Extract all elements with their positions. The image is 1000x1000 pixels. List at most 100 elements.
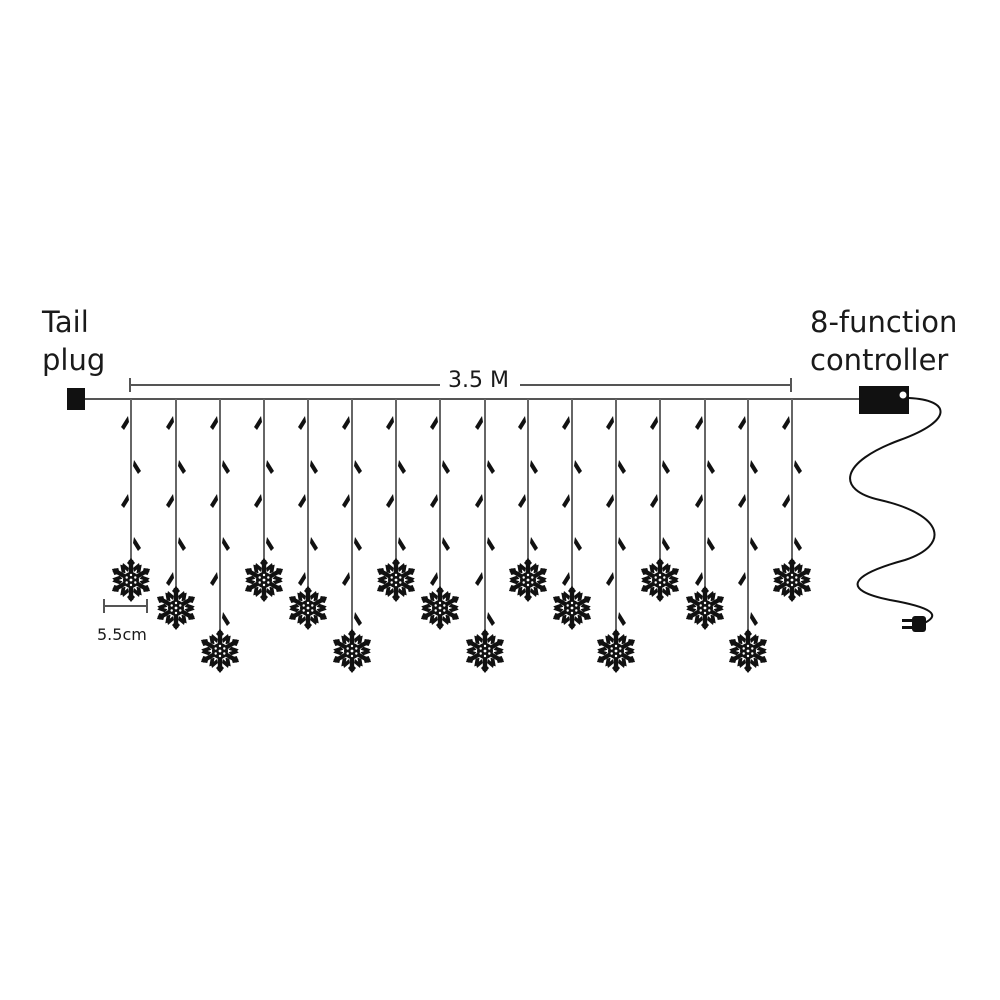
led-bulb-icon: [430, 416, 438, 430]
snowflake-icon: [768, 558, 815, 602]
led-bulb-icon: [210, 416, 218, 430]
light-strands: [107, 399, 815, 673]
snowflake-icon: [416, 586, 463, 630]
led-bulb-icon: [166, 494, 174, 508]
flake-spacing-label: 5.5cm: [97, 625, 147, 644]
led-bulb-icon: [606, 494, 614, 508]
led-bulb-icon: [750, 612, 758, 626]
led-bulb-icon: [618, 612, 626, 626]
controller-label: 8-function controller: [810, 303, 957, 379]
led-bulb-icon: [266, 537, 274, 551]
snowflake-icon: [724, 629, 771, 673]
led-bulb-icon: [750, 537, 758, 551]
led-bulb-icon: [475, 494, 483, 508]
light-strand: [504, 399, 551, 602]
led-bulb-icon: [310, 537, 318, 551]
snowflake-icon: [372, 558, 419, 602]
led-bulb-icon: [530, 537, 538, 551]
light-strand: [152, 399, 199, 630]
light-strand: [372, 399, 419, 602]
controller-label-line2: controller: [810, 343, 949, 377]
led-bulb-icon: [475, 416, 483, 430]
snowflake-icon: [107, 558, 154, 602]
led-bulb-icon: [606, 572, 614, 586]
power-cord: [849, 397, 942, 626]
led-bulb-icon: [166, 416, 174, 430]
led-bulb-icon: [342, 416, 350, 430]
led-bulb-icon: [750, 460, 758, 474]
light-strand: [240, 399, 287, 602]
led-bulb-icon: [354, 460, 362, 474]
led-bulb-icon: [738, 572, 746, 586]
controller-label-line1: 8-function: [810, 305, 958, 339]
led-bulb-icon: [298, 494, 306, 508]
led-bulb-icon: [794, 537, 802, 551]
snowflake-icon: [681, 586, 728, 630]
led-bulb-icon: [442, 537, 450, 551]
light-strand: [284, 399, 331, 630]
led-bulb-icon: [606, 416, 614, 430]
tail-plug-label-line1: Tail: [42, 305, 89, 339]
led-bulb-icon: [133, 460, 141, 474]
total-length-label: 3.5 M: [444, 368, 513, 393]
led-bulb-icon: [662, 537, 670, 551]
light-strand: [416, 399, 463, 630]
led-bulb-icon: [222, 460, 230, 474]
led-bulb-icon: [298, 416, 306, 430]
led-bulb-icon: [650, 416, 658, 430]
light-strand: [548, 399, 595, 630]
led-bulb-icon: [562, 416, 570, 430]
led-bulb-icon: [518, 494, 526, 508]
led-bulb-icon: [178, 460, 186, 474]
light-strand: [768, 399, 815, 602]
snowflake-icon: [240, 558, 287, 602]
led-bulb-icon: [430, 572, 438, 586]
controller-button: [899, 391, 907, 399]
light-strand: [636, 399, 683, 602]
power-plug: [902, 616, 926, 632]
tail-plug-label: Tail plug: [42, 303, 105, 379]
led-bulb-icon: [133, 537, 141, 551]
led-bulb-icon: [574, 537, 582, 551]
led-bulb-icon: [707, 537, 715, 551]
led-bulb-icon: [222, 537, 230, 551]
led-bulb-icon: [794, 460, 802, 474]
led-bulb-icon: [662, 460, 670, 474]
led-bulb-icon: [266, 460, 274, 474]
led-bulb-icon: [782, 416, 790, 430]
led-bulb-icon: [398, 537, 406, 551]
snowflake-icon: [636, 558, 683, 602]
light-strand: [328, 399, 375, 673]
led-bulb-icon: [254, 494, 262, 508]
led-bulb-icon: [562, 494, 570, 508]
snowflake-icon: [461, 629, 508, 673]
light-strand: [724, 399, 771, 673]
led-bulb-icon: [487, 537, 495, 551]
led-bulb-icon: [254, 416, 262, 430]
controller-box: [859, 386, 909, 414]
led-bulb-icon: [354, 537, 362, 551]
led-bulb-icon: [618, 460, 626, 474]
led-bulb-icon: [386, 416, 394, 430]
led-bulb-icon: [298, 572, 306, 586]
led-bulb-icon: [121, 416, 129, 430]
light-strand: [196, 399, 243, 673]
led-bulb-icon: [562, 572, 570, 586]
led-bulb-icon: [222, 612, 230, 626]
led-bulb-icon: [618, 537, 626, 551]
light-strand: [107, 399, 154, 602]
led-bulb-icon: [518, 416, 526, 430]
led-bulb-icon: [487, 460, 495, 474]
led-bulb-icon: [442, 460, 450, 474]
led-bulb-icon: [386, 494, 394, 508]
led-bulb-icon: [695, 572, 703, 586]
led-bulb-icon: [354, 612, 362, 626]
tail-plug-label-line2: plug: [42, 343, 106, 377]
snowflake-icon: [196, 629, 243, 673]
snowflake-icon: [152, 586, 199, 630]
led-bulb-icon: [695, 416, 703, 430]
snowflake-icon: [548, 586, 595, 630]
led-bulb-icon: [782, 494, 790, 508]
snowflake-icon: [504, 558, 551, 602]
